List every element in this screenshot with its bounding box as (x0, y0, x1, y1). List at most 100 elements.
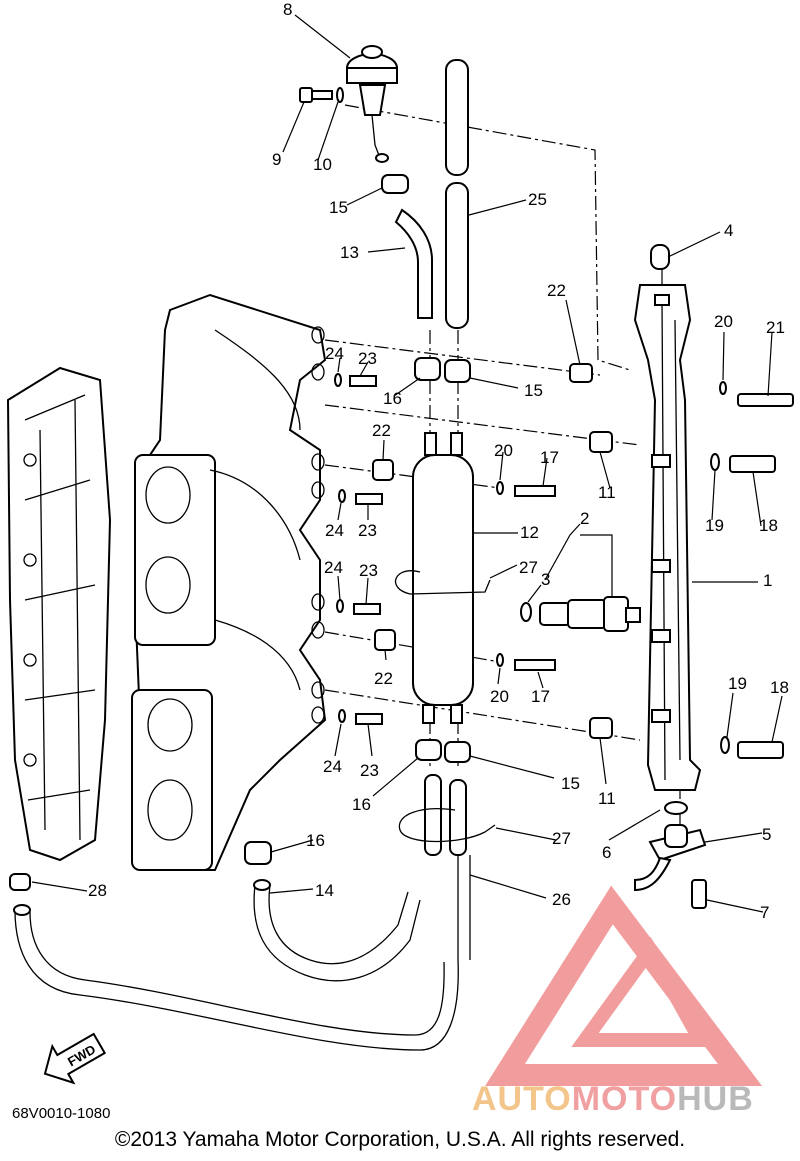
callout-18: 18 (770, 678, 789, 697)
callout-15: 15 (524, 381, 543, 400)
washer-10 (336, 87, 344, 103)
callout-27: 27 (552, 829, 571, 848)
callout-1: 1 (763, 571, 772, 590)
grommet-11-b (589, 717, 613, 739)
washer-19-b (720, 736, 730, 754)
washer-20-b (496, 653, 504, 667)
callout-10: 10 (313, 155, 332, 174)
fitting-5 (634, 824, 707, 892)
spacer-22-c (374, 629, 396, 651)
pressure-regulator (346, 45, 398, 163)
callout-15: 15 (561, 774, 580, 793)
callout-16: 16 (383, 389, 402, 408)
bolt-9 (299, 87, 333, 103)
watermark-logo (485, 885, 763, 1086)
callout-22: 22 (372, 421, 391, 440)
callout-23: 23 (359, 561, 378, 580)
intake-manifold (131, 293, 327, 871)
watermark-part-3: HUB (677, 1080, 754, 1118)
washer-19-a (710, 453, 720, 471)
engine-block (6, 366, 112, 862)
clip-16-lower (415, 739, 442, 761)
leader-lines (31, 14, 783, 913)
screw-7 (691, 879, 707, 909)
callout-23: 23 (360, 761, 379, 780)
clip-16-upper (414, 357, 441, 381)
callout-16: 16 (352, 795, 371, 814)
callout-12: 12 (520, 523, 539, 542)
callout-24: 24 (323, 757, 342, 776)
callout-15: 15 (329, 198, 348, 217)
callout-3: 3 (541, 570, 550, 589)
callout-26: 26 (552, 890, 571, 909)
hose-26 (457, 855, 471, 960)
hose-lower-b (449, 779, 467, 856)
bolt-17-a (514, 485, 556, 497)
callout-16: 16 (306, 831, 325, 850)
hose-lower-a (424, 774, 442, 856)
callout-22: 22 (374, 669, 393, 688)
callout-20: 20 (490, 687, 509, 706)
hose-14-inner (268, 884, 409, 965)
fuel-hose-25 (445, 59, 469, 329)
callout-8: 8 (283, 0, 292, 19)
callout-5: 5 (762, 825, 771, 844)
clip-28 (9, 873, 31, 891)
callout-4: 4 (724, 221, 733, 240)
o-ring-3 (520, 602, 532, 622)
callout-14: 14 (315, 881, 334, 900)
watermark-text: AUTOMOTOHUB (472, 1080, 754, 1119)
bolt-17-b (514, 659, 556, 671)
callout-11: 11 (598, 789, 616, 808)
callout-23: 23 (358, 349, 377, 368)
callout-19: 19 (728, 674, 747, 693)
hose-14 (253, 884, 421, 982)
strap-27-lower (398, 808, 496, 843)
callout-27: 27 (519, 558, 538, 577)
callout-24: 24 (325, 344, 344, 363)
callout-13: 13 (340, 243, 359, 262)
clip-15-top (381, 174, 409, 194)
clip-15-lower (444, 741, 471, 763)
callout-28: 28 (88, 881, 107, 900)
watermark-part-1: AUTO (472, 1080, 572, 1118)
bolt-18-a (729, 455, 776, 473)
washer-24-set (334, 373, 346, 723)
callout-24: 24 (324, 558, 343, 577)
callout-6: 6 (602, 843, 611, 862)
o-ring-6 (664, 801, 688, 815)
callout-18: 18 (759, 516, 778, 535)
callout-7: 7 (760, 903, 769, 922)
callout-20: 20 (714, 312, 733, 331)
watermark-part-2: MOTO (571, 1080, 678, 1118)
clip-16-left (244, 841, 272, 865)
bolt-18-b (737, 741, 784, 759)
spacer-22-a (569, 363, 593, 383)
callout-23: 23 (358, 521, 377, 540)
callout-11: 11 (598, 483, 616, 502)
spacer-22-b (372, 459, 394, 481)
hose-long (14, 909, 459, 1051)
callout-2: 2 (580, 509, 589, 528)
callout-17: 17 (531, 687, 550, 706)
fuel-hose-13 (394, 208, 433, 319)
callout-19: 19 (705, 516, 724, 535)
callout-17: 17 (540, 448, 559, 467)
washer-20-a (496, 481, 504, 495)
injector-2 (539, 596, 641, 632)
bolt-23-set (349, 375, 383, 725)
callout-24: 24 (325, 521, 344, 540)
callout-21: 21 (766, 318, 785, 337)
bolt-21 (737, 393, 794, 407)
callout-22: 22 (547, 281, 566, 300)
clip-15-upper (444, 359, 471, 383)
cap-4 (650, 244, 670, 270)
callout-20: 20 (494, 441, 513, 460)
vapor-separator (412, 432, 474, 724)
strap-27-upper (395, 570, 491, 595)
copyright-notice: ©2013 Yamaha Motor Corporation, U.S.A. A… (114, 1128, 686, 1151)
drawing-code: 68V0010-1080 (12, 1105, 111, 1122)
washer-20-c (719, 381, 727, 395)
